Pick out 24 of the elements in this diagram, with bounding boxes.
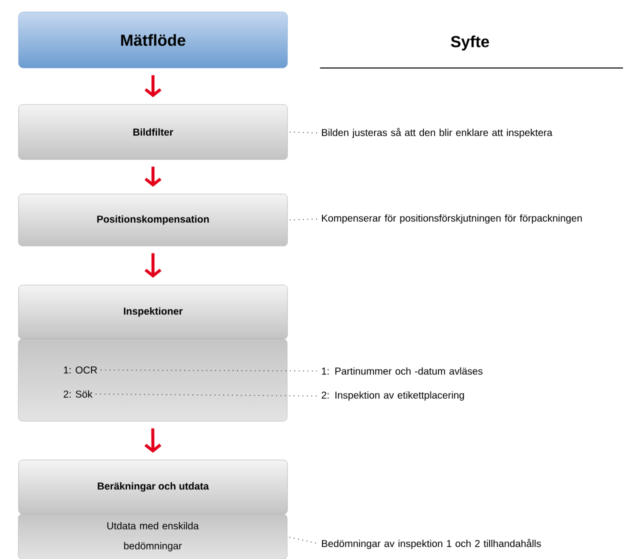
process-box: Bildfilter — [18, 104, 288, 160]
leader-line — [289, 132, 318, 134]
item-text: 2: Sök — [64, 390, 92, 398]
arrow — [144, 253, 162, 278]
column-heading: Syfte — [450, 36, 489, 50]
process-box: Beräkningar och utdata — [18, 460, 288, 514]
process-panel: Utdata med enskilda bedömningar — [18, 514, 288, 559]
description-text: Bedömningar av inspektion 1 och 2 tillhandahålls — [322, 538, 541, 550]
description-text: Bilden justeras så att den blir enklare att inspektera — [322, 128, 552, 138]
leader-line — [289, 218, 318, 220]
item-text: 1: OCR — [64, 366, 97, 374]
leader-line — [288, 536, 318, 544]
description-text: 1: Partinummer och -datum avläses — [322, 367, 483, 375]
header-box: Mätflöde — [18, 12, 288, 68]
arrow — [144, 428, 162, 453]
process-box: Positionskompensation — [18, 194, 288, 246]
process-panel — [18, 339, 288, 422]
arrow — [144, 166, 162, 187]
description-text: 2: Inspektion av etikettplacering — [322, 391, 464, 401]
leader-line — [95, 394, 318, 396]
description-text: Kompenserar för positionsförskjutningen för förpackningen — [322, 214, 582, 224]
process-box: Inspektioner — [18, 284, 288, 340]
arrow — [144, 75, 162, 98]
leader-line — [100, 370, 318, 372]
